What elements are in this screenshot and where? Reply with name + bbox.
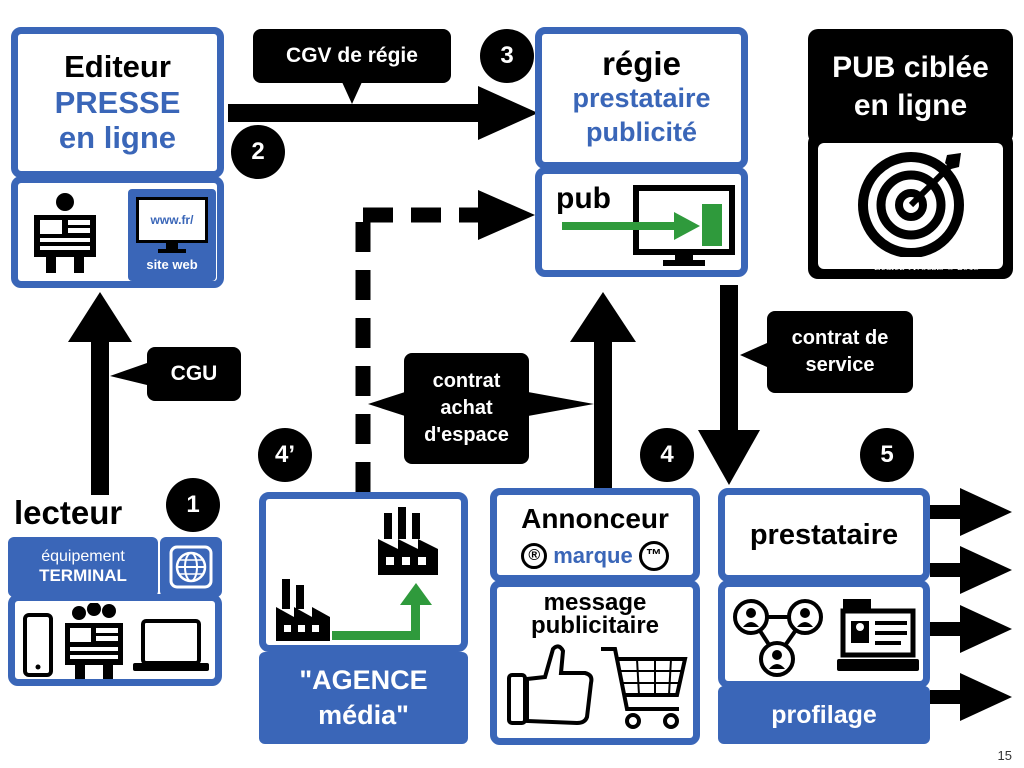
monitor-icon: www.fr/ [136,197,208,243]
site-web-panel: www.fr/ site web [128,189,216,281]
annonceur-box: Annonceur ® marque ™ [490,488,700,582]
editeur-title: Editeur [64,49,171,85]
editeur-en-ligne: en ligne [58,120,177,156]
editeur-presse: PRESSE [54,84,181,120]
service-pointer [740,343,767,367]
lecteur-devices-box [8,594,222,686]
message-line1: message [543,589,647,616]
devices-icon [23,603,209,679]
monitor-play-icon [562,185,735,266]
prestataire-box: prestataire [718,488,930,582]
contrat-service-line1: contrat de [791,327,889,349]
step-3-badge: 3 [480,29,534,83]
equipement-label: équipement [41,548,125,565]
marque-label: marque [553,543,633,568]
pub-ciblee-target-box: Ledieu-Avocats © 2019 [808,133,1013,279]
cgu-pointer [110,363,147,385]
contrat-achat-line3: d'espace [424,424,509,446]
regie-pub-box: pub [535,167,748,277]
regie-publicite: publicité [585,117,697,148]
step-2-badge: 2 [231,125,285,179]
regie-title: régie [602,45,681,83]
contrat-pointer-right [528,392,594,416]
equipement-terminal-panel: équipement TERMINAL [8,537,158,597]
prestataire-icons-box [718,580,930,688]
agence-media-panel: "AGENCE média" [259,652,468,744]
editeur-icons-box: www.fr/ site web [11,176,224,288]
cgv-label: CGV de régie [253,29,451,83]
profilage-panel: profilage [718,686,930,744]
contrat-achat-line1: contrat [432,370,501,392]
pub-ciblee-line2: en ligne [853,88,968,122]
step-5-badge: 5 [860,428,914,482]
site-url: www.fr/ [150,213,194,227]
prestataire-title: prestataire [749,518,899,551]
cgv-pointer [342,82,362,104]
thumbs-up-cart-icon [507,644,688,729]
credit-text: Ledieu-Avocats © 2019 [874,261,980,273]
contrat-achat-line2: achat [440,397,493,419]
site-web-label: site web [146,257,198,272]
annonceur-title: Annonceur [521,503,669,534]
terminal-label: TERMINAL [39,566,127,585]
step-1-badge: 1 [166,478,220,532]
message-line2: publicitaire [530,612,660,639]
message-pub-box: message publicitaire [490,580,700,745]
regie-prestataire: prestataire [572,83,711,114]
cgu-label-text: CGU [170,361,218,385]
contrat-service-label: contrat de service [767,311,913,393]
pub-ciblee-header: PUB ciblée en ligne [808,29,1013,144]
page-number: 15 [997,748,1012,763]
cgv-label-text: CGV de régie [286,43,418,67]
network-profile-icon [733,599,919,677]
contrat-achat-label: contrat achat d'espace [404,353,529,464]
contrat-service-line2: service [805,354,875,376]
target-icon [858,152,964,257]
regie-box: régie prestataire publicité [535,27,748,169]
cgu-label: CGU [147,347,241,401]
globe-panel [160,537,222,597]
pub-ciblee-line1: PUB ciblée [832,51,989,84]
newspaper-reader-icon [34,193,96,273]
factory-icon [276,507,438,641]
trademark-icon: ™ [638,541,669,571]
output-arrows [930,488,1012,721]
agence-line2: média" [318,700,409,730]
pub-label: pub [556,182,611,215]
arrow-lecteur-to-editeur [68,292,132,495]
agence-box [259,492,468,652]
editeur-box: Editeur PRESSE en ligne [11,27,224,178]
agence-line1: "AGENCE [299,664,428,695]
arrow-regie-to-prestataire [698,285,760,485]
lecteur-title: lecteur [14,494,123,531]
globe-icon [169,545,213,589]
step-4-badge: 4 [640,428,694,482]
arrow-annonceur-to-regie [570,292,636,490]
contrat-pointer-left [368,392,405,416]
profilage-label: profilage [771,700,877,729]
registered-icon: ® [521,543,548,569]
step-4prime-badge: 4’ [258,428,312,482]
